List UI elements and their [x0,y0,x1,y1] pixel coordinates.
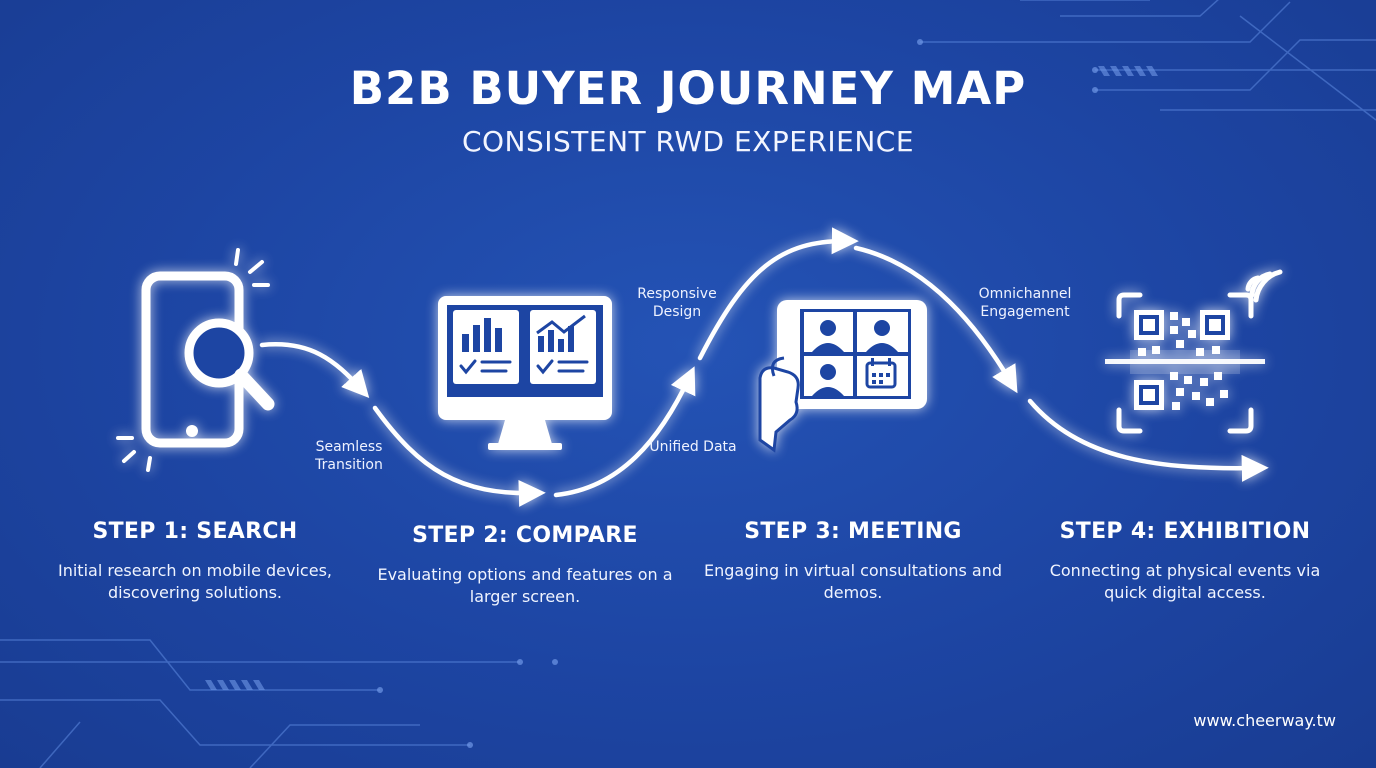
flow-arrow-6 [1027,398,1269,482]
connector-label-responsive-design: Responsive Design [637,286,717,320]
connector-label-seamless-transition: Seamless Transition [315,439,383,473]
page-title: B2B BUYER JOURNEY MAP [349,62,1027,115]
step-4-description: Connecting at physical events via quick … [1049,561,1321,602]
flow-arrow-1 [259,341,370,399]
desktop-monitor-charts-icon [438,296,612,450]
step-4-title: STEP 4: EXHIBITION [1059,519,1311,544]
page-subtitle: CONSISTENT RWD EXPERIENCE [461,125,915,158]
smartphone-magnifier-icon [116,248,275,472]
step-1-description: Initial research on mobile devices, disc… [57,561,332,602]
flow-arrow-2 [372,405,546,507]
step-2-title: STEP 2: COMPARE [412,523,638,548]
qr-code-scan-icon [1105,269,1283,434]
step-2-description: Evaluating options and features on a lar… [377,565,673,606]
connector-label-unified-data: Unified Data [649,439,737,455]
flow-arrow-4 [697,227,859,361]
connector-label-omnichannel-engagement: Omnichannel Engagement [978,286,1072,320]
step-1-title: STEP 1: SEARCH [92,519,298,544]
step-3-description: Engaging in virtual consultations and de… [703,561,1002,602]
flow-arrow-3 [553,366,696,498]
flow-arrow-5 [853,245,1018,394]
tablet-video-call-icon [758,300,927,453]
footer-url: www.cheerway.tw [1193,711,1336,730]
step-3-title: STEP 3: MEETING [744,519,962,544]
